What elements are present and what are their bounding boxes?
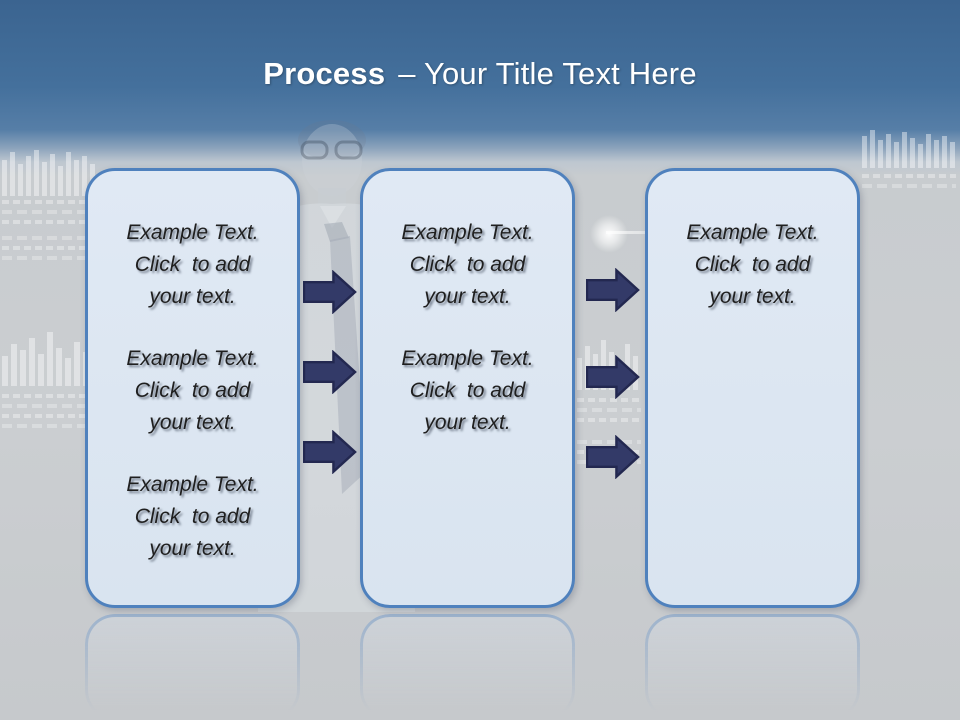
background-text-rows-left-1 [2, 200, 98, 224]
background-glow-dot [590, 215, 628, 253]
step-box-1[interactable]: Example Text. Click to add your text. Ex… [85, 168, 300, 608]
background-barchart-top-right [862, 130, 955, 168]
slide-title-keyword: Process [263, 56, 386, 91]
text-line: Example Text. [401, 221, 534, 244]
right-block-arrow-icon [586, 268, 640, 312]
background-barchart-mid-left [2, 332, 89, 386]
text-line: your text. [424, 411, 511, 434]
placeholder-paragraph: Example Text. Click to add your text. [96, 217, 289, 313]
text-line: Example Text. [126, 347, 259, 370]
text-line: your text. [149, 285, 236, 308]
right-block-arrow-icon [586, 355, 640, 399]
box-reflection [645, 614, 860, 720]
placeholder-paragraph: Example Text. Click to add your text. [96, 343, 289, 439]
text-line: your text. [424, 285, 511, 308]
placeholder-paragraph: Example Text. Click to add your text. [656, 217, 849, 313]
text-line: Click to add [134, 253, 251, 276]
right-block-arrow-icon [586, 435, 640, 479]
placeholder-paragraph: Example Text. Click to add your text. [371, 343, 564, 439]
text-line: Example Text. [126, 473, 259, 496]
text-line: your text. [709, 285, 796, 308]
background-text-rows-left-3 [2, 394, 98, 428]
placeholder-paragraph: Example Text. Click to add your text. [96, 469, 289, 565]
text-line: Example Text. [401, 347, 534, 370]
step-box-2[interactable]: Example Text. Click to add your text. Ex… [360, 168, 575, 608]
text-line: Example Text. [126, 221, 259, 244]
step-box-3[interactable]: Example Text. Click to add your text. [645, 168, 860, 608]
text-line: Click to add [409, 253, 526, 276]
right-block-arrow-icon [303, 270, 357, 314]
right-block-arrow-icon [303, 350, 357, 394]
slide-title-text: – Your Title Text Here [398, 56, 697, 91]
text-line: Click to add [409, 379, 526, 402]
text-line: Click to add [134, 379, 251, 402]
placeholder-paragraph: Example Text. Click to add your text. [371, 217, 564, 313]
background-text-rows-right-1 [577, 398, 641, 422]
box-reflection [360, 614, 575, 720]
text-line: Click to add [134, 505, 251, 528]
text-line: your text. [149, 537, 236, 560]
background-text-rows-top-right [862, 174, 956, 188]
right-block-arrow-icon [303, 430, 357, 474]
text-line: Click to add [694, 253, 811, 276]
slide-title: Process – Your Title Text Here [0, 54, 960, 94]
box-reflection [85, 614, 300, 720]
text-line: your text. [149, 411, 236, 434]
background-text-rows-left-2 [2, 236, 92, 260]
text-line: Example Text. [686, 221, 819, 244]
